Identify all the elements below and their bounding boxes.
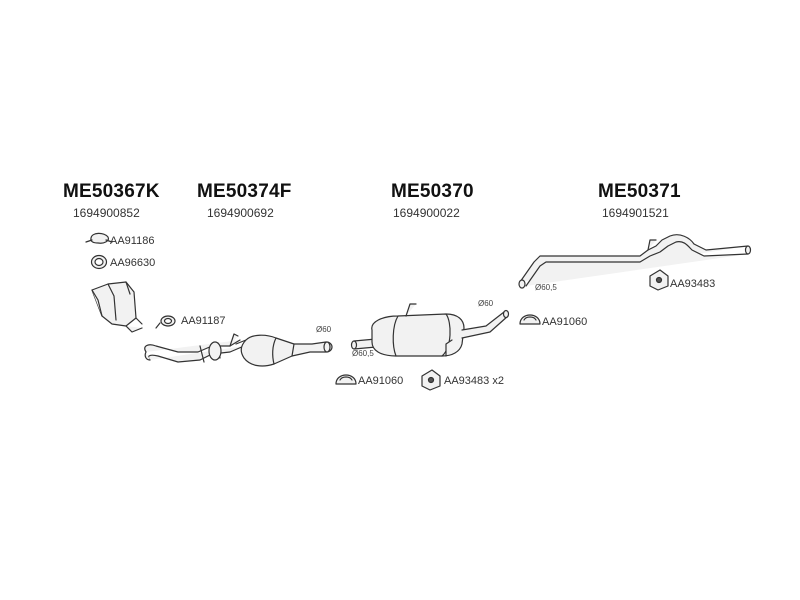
part-number-me50367k: ME50367K bbox=[63, 181, 160, 202]
rubber-hanger-aa93483-icon bbox=[649, 269, 669, 291]
part-number-me50371: ME50371 bbox=[598, 181, 681, 202]
oe-number-me50370: 1694900022 bbox=[393, 206, 460, 220]
clamp-aa91060-right-icon bbox=[519, 314, 541, 325]
label-aa91187: AA91187 bbox=[181, 315, 226, 327]
rubber-hanger-aa93483-x2-icon bbox=[421, 369, 441, 391]
gasket-aa96630-icon bbox=[90, 254, 108, 270]
diameter-middle-inlet: Ø60,5 bbox=[352, 349, 374, 358]
middle-silencer-me50370-icon bbox=[350, 303, 510, 357]
tail-pipe-me50371-icon bbox=[518, 234, 752, 289]
clamp-aa91060-bottom-icon bbox=[335, 374, 357, 385]
oe-number-me50374f: 1694900692 bbox=[207, 206, 274, 220]
part-number-me50370: ME50370 bbox=[391, 181, 474, 202]
label-aa91060-right: AA91060 bbox=[542, 316, 588, 328]
part-number-me50374f: ME50374F bbox=[197, 181, 292, 202]
label-aa91186: AA91186 bbox=[110, 235, 155, 247]
label-aa93483: AA93483 bbox=[670, 278, 716, 290]
diameter-front-pipe: Ø60 bbox=[316, 325, 332, 334]
clamp-aa91186-icon bbox=[85, 232, 113, 244]
oe-number-me50371: 1694901521 bbox=[602, 206, 669, 220]
label-aa93483-x2: AA93483 x2 bbox=[444, 375, 504, 387]
front-pipe-me50374f-icon bbox=[144, 333, 333, 367]
diameter-middle-outlet: Ø60 bbox=[478, 299, 494, 308]
label-aa91060-bottom: AA91060 bbox=[358, 375, 404, 387]
diesel-particulate-filter-me50367k-icon bbox=[91, 281, 143, 333]
clamp-aa91187-icon bbox=[155, 315, 176, 329]
oe-number-me50367k: 1694900852 bbox=[73, 206, 140, 220]
diameter-tail-inlet: Ø60,5 bbox=[535, 283, 557, 292]
label-aa96630: AA96630 bbox=[110, 257, 156, 269]
